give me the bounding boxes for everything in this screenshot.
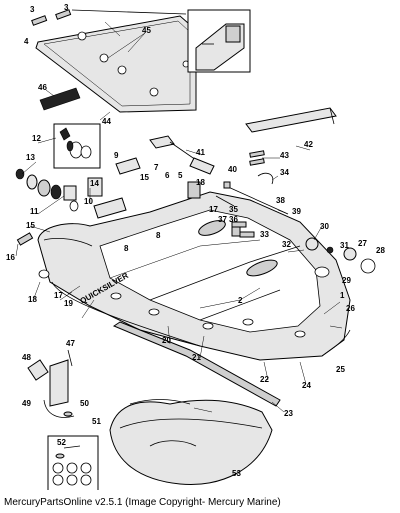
callout-49: 49 [22,399,31,408]
callout-8b: 8 [156,231,161,240]
callout-43: 43 [280,151,289,160]
callout-4: 4 [24,37,29,46]
side-fittings [305,237,376,278]
callout-52: 52 [57,438,66,447]
floor-board-detail-inset [187,9,251,73]
rod [215,181,289,238]
callout-17a: 17 [54,291,63,300]
callout-28: 28 [376,246,385,255]
callout-24: 24 [302,381,311,390]
callout-labels: 1 2 3 3 4 5 6 7 8 8 9 10 11 12 13 14 15 … [6,3,385,478]
floor-pins [31,9,187,26]
callout-36: 36 [229,215,238,224]
callout-47: 47 [66,339,75,348]
callout-17b: 17 [209,205,218,214]
callout-13: 13 [26,153,35,162]
callout-18a: 18 [28,295,37,304]
callout-38: 38 [276,196,285,205]
callout-7: 7 [154,163,159,172]
callout-2: 2 [238,296,243,305]
seat-bench [245,107,337,133]
callout-15a: 15 [140,173,149,182]
callout-32: 32 [282,240,291,249]
oar [149,135,215,175]
callout-15b: 15 [26,221,35,230]
callout-39: 39 [292,207,301,216]
callout-50: 50 [80,399,89,408]
callout-9: 9 [114,151,119,160]
callout-45: 45 [142,26,151,35]
callout-30: 30 [320,222,329,231]
callout-48: 48 [22,353,31,362]
callout-40: 40 [228,165,237,174]
callout-12: 12 [32,134,41,143]
callout-31: 31 [340,241,349,250]
callout-14: 14 [90,179,99,188]
callout-46: 46 [38,83,47,92]
keel-strip [112,321,281,407]
carry-bag [109,399,273,486]
callout-37: 37 [218,215,227,224]
handles [16,157,141,279]
repair-kit [47,435,99,490]
callout-42: 42 [304,140,313,149]
leader-lines [15,21,343,413]
callout-1: 1 [340,291,345,300]
callout-27: 27 [358,239,367,248]
callout-21: 21 [192,353,201,362]
callout-6: 6 [165,171,170,180]
callout-16: 16 [6,253,15,262]
callout-23: 23 [284,409,293,418]
floor-board [35,15,197,113]
valve-kit [53,123,101,169]
foot-pump [27,349,75,418]
exploded-parts-diagram: QUICKSILVER [6,3,385,490]
callout-41: 41 [196,148,205,157]
callout-51: 51 [92,417,101,426]
callout-20: 20 [162,336,171,345]
callout-26: 26 [346,304,355,313]
callout-35: 35 [229,205,238,214]
callout-10: 10 [84,197,93,206]
copyright-caption: MercuryPartsOnline v2.5.1 (Image Copyrig… [4,497,281,508]
callout-25: 25 [336,365,345,374]
callout-53: 53 [232,469,241,478]
floor-board-strip [39,87,81,111]
callout-34: 34 [280,168,289,177]
callout-18b: 18 [196,178,205,187]
callout-8a: 8 [124,244,129,253]
callout-5: 5 [178,171,183,180]
valve-assembly [15,168,103,212]
callout-44: 44 [102,117,111,126]
callout-22: 22 [260,375,269,384]
seat-brackets [249,150,274,185]
callout-3b: 3 [64,3,69,12]
callout-33: 33 [260,230,269,239]
boat-hull [37,181,351,361]
callout-11: 11 [30,207,39,216]
callout-19: 19 [64,299,73,308]
callout-3a: 3 [30,5,35,14]
callout-29: 29 [342,276,351,285]
